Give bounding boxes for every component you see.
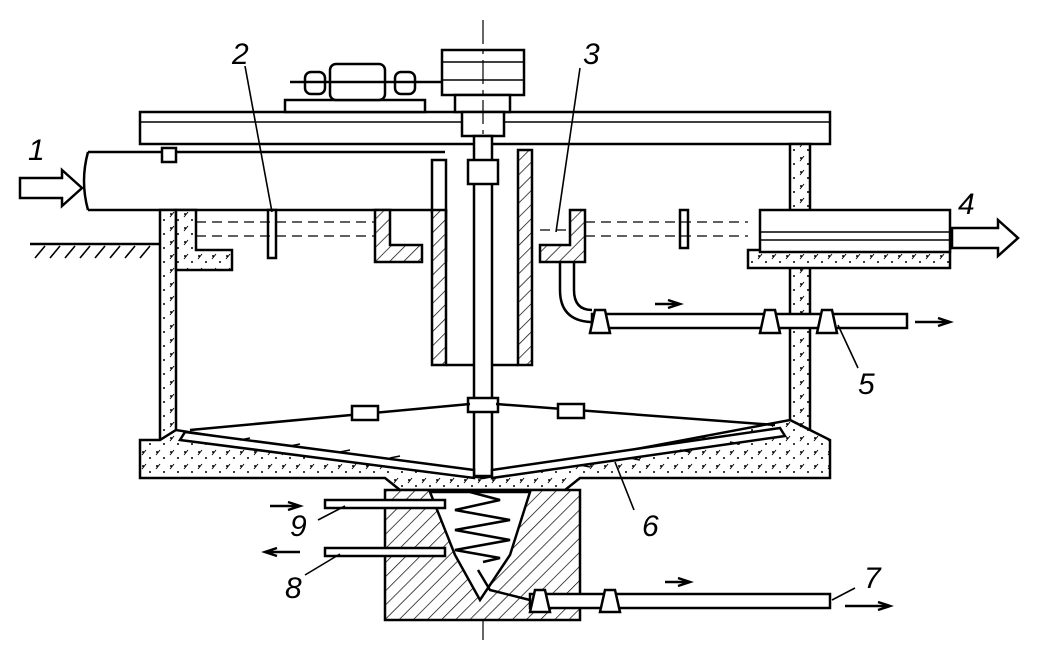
scum-pipe (558, 262, 909, 335)
ground (30, 242, 160, 259)
label-5: 5 (858, 368, 875, 401)
leader-lines (244, 65, 859, 601)
label-8: 8 (285, 572, 302, 605)
label-6: 6 (642, 510, 659, 543)
label-1: 1 (28, 134, 45, 167)
sludge-pipe (476, 569, 832, 614)
drive-motor (283, 48, 526, 138)
label-2: 2 (231, 38, 249, 71)
tank-walls (158, 142, 952, 443)
scraper-arms (177, 402, 788, 480)
flow-arrows (261, 298, 954, 612)
central-well (430, 148, 534, 367)
label-4: 4 (958, 188, 975, 221)
label-9: 9 (290, 510, 307, 543)
peripheral-trough (373, 208, 587, 264)
outflow-arrow (950, 217, 1020, 259)
label-7: 7 (864, 562, 882, 595)
water-surface (196, 221, 748, 237)
pipes-8-9 (323, 498, 447, 558)
spring (454, 490, 511, 564)
label-3: 3 (583, 38, 600, 71)
inflow-arrow (18, 167, 84, 209)
inlet-pipe (82, 146, 448, 214)
central-shaft (466, 134, 500, 478)
